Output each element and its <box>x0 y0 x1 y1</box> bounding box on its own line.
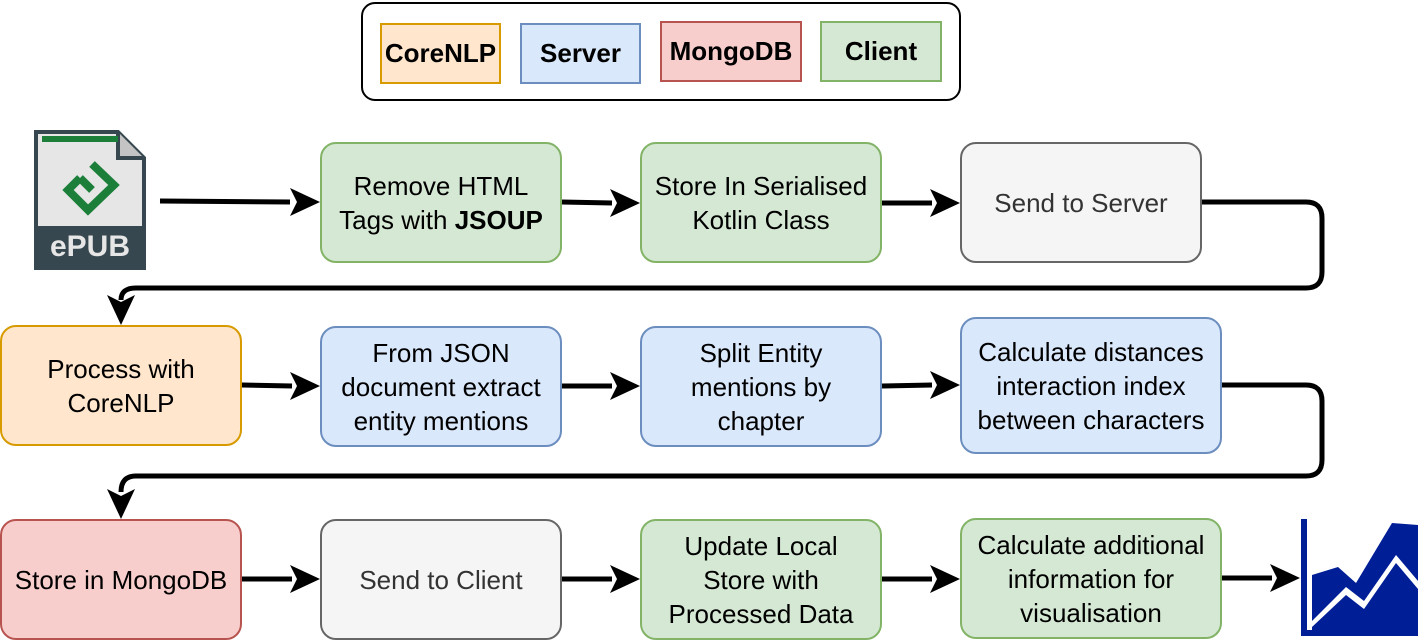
calculate-additional-line2: information for <box>1007 563 1175 594</box>
store-mongodb-step: Store in MongoDB <box>0 519 242 640</box>
update-local-store-step: Update Local Store with Processed Data <box>640 519 882 640</box>
arrowhead <box>610 372 640 400</box>
split-mentions-line3: chapter <box>717 405 805 436</box>
epub-label: ePUB <box>50 230 130 263</box>
legend-corenlp: CoreNLP <box>380 23 501 84</box>
send-to-server-step: Send to Server <box>960 142 1202 263</box>
arrow-send-server-to-process <box>118 199 1325 301</box>
arrowhead <box>610 565 640 593</box>
arrowhead <box>290 372 320 400</box>
update-local-line3: Processed Data <box>668 598 854 629</box>
jsoup-label: JSOUP <box>454 204 543 235</box>
split-mentions-line1: Split Entity <box>699 337 823 368</box>
send-to-client-label: Send to Client <box>359 564 523 595</box>
arrowhead <box>610 189 640 217</box>
legend-server: Server <box>520 23 641 84</box>
arrowhead <box>930 189 960 217</box>
arrow-remove-html-to-store <box>561 199 613 206</box>
process-corenlp-line2: CoreNLP <box>67 387 175 418</box>
process-corenlp-step: Process with CoreNLP <box>0 325 242 446</box>
update-local-line1: Update Local <box>684 530 838 561</box>
legend-client: Client <box>820 21 942 82</box>
update-local-line2: Store with <box>703 564 819 595</box>
arrowhead <box>1270 564 1300 592</box>
remove-html-line1: Remove HTML <box>353 170 529 201</box>
arrowhead <box>930 565 960 593</box>
arrow-split-to-calculate <box>881 382 933 389</box>
store-serialised-step: Store In Serialised Kotlin Class <box>640 142 882 263</box>
arrowhead <box>107 295 135 325</box>
legend-mongodb: MongoDB <box>660 21 802 82</box>
calculate-additional-line1: Calculate additional <box>977 529 1205 560</box>
calculate-additional-line3: visualisation <box>1020 597 1162 628</box>
calculate-distances-step: Calculate distances interaction index be… <box>960 317 1222 454</box>
remove-html-tags-step: Remove HTML Tags with JSOUP <box>320 142 562 263</box>
calculate-additional-step: Calculate additional information for vis… <box>960 518 1222 639</box>
calculate-distances-line2: interaction index <box>996 370 1186 401</box>
remove-html-line2: Tags with <box>339 204 455 235</box>
arrowhead <box>290 188 320 216</box>
send-to-server-label: Send to Server <box>994 187 1168 218</box>
store-mongodb-label: Store in MongoDB <box>14 564 228 595</box>
extract-mentions-step: From JSON document extract entity mentio… <box>320 326 562 447</box>
arrowhead <box>930 371 960 399</box>
arrowhead <box>290 565 320 593</box>
line-chart-icon <box>1300 519 1418 637</box>
store-serialised-line2: Kotlin Class <box>692 204 830 235</box>
split-mentions-step: Split Entity mentions by chapter <box>640 326 882 447</box>
arrowhead <box>107 489 135 519</box>
calculate-distances-line1: Calculate distances <box>978 336 1204 367</box>
calculate-distances-line3: between characters <box>977 404 1205 435</box>
arrow-epub-to-remove-html <box>159 198 291 205</box>
epub-file-icon: ePUB <box>34 130 146 270</box>
send-to-client-step: Send to Client <box>320 519 562 640</box>
split-mentions-line2: mentions by <box>690 371 832 402</box>
extract-mentions-line1: From JSON <box>372 337 510 368</box>
arrow-calculate-to-store-mongodb <box>118 382 1325 493</box>
arrow-process-to-extract <box>241 382 293 389</box>
process-corenlp-line1: Process with <box>47 353 195 384</box>
extract-mentions-line3: entity mentions <box>353 405 529 436</box>
store-serialised-line1: Store In Serialised <box>654 170 868 201</box>
extract-mentions-line2: document extract <box>341 371 541 402</box>
